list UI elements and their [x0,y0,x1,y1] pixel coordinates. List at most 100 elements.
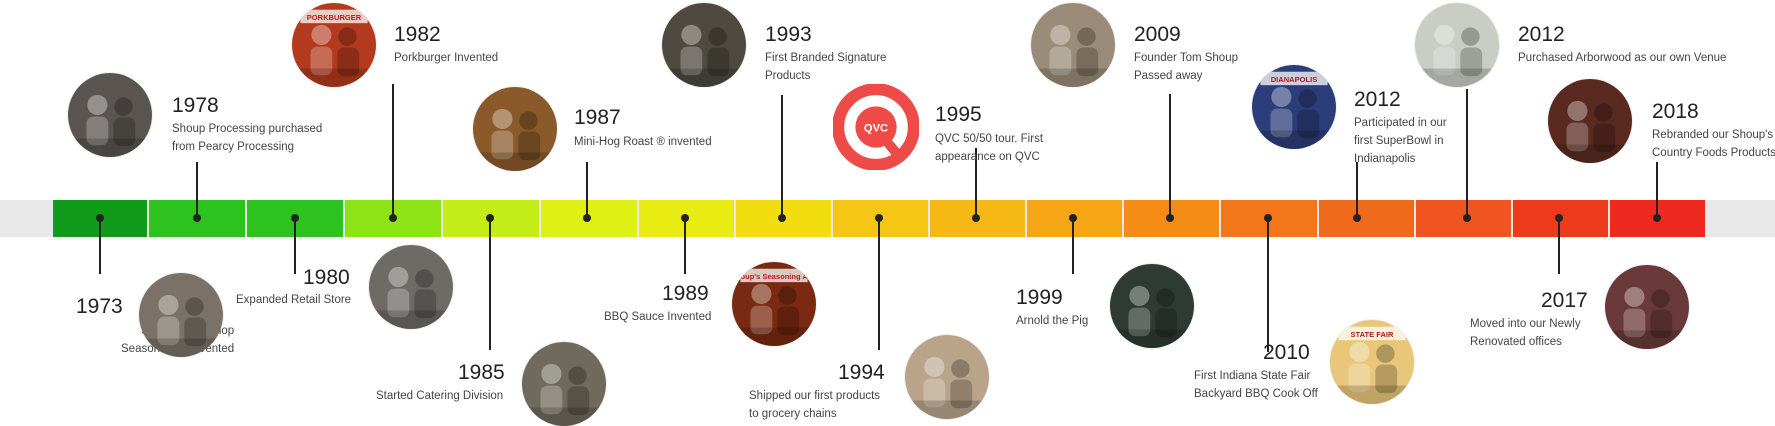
event-description-line: Country Foods Products [1652,147,1775,159]
event-description-line: from Pearcy Processing [172,141,295,153]
event-year: 2012 [1518,23,1565,46]
event-year: 2010 [1263,341,1310,364]
timeline-marker-dot [1653,214,1661,222]
event-description-line: Renovated offices [1470,336,1562,348]
event-year: 2017 [1541,289,1588,312]
event-year: 1980 [303,266,350,289]
event-year: 1994 [838,361,885,384]
event-description-line: Backyard BBQ Cook Off [1194,388,1318,400]
event-year: 1985 [458,361,505,384]
timeline-marker-dot [778,214,786,222]
event-year: 1993 [765,23,812,46]
timeline-connector [392,84,394,218]
qvc-logo-icon: QVC [832,83,920,171]
event-description: Participated in our first SuperBowl in Ind… [1354,114,1447,168]
event-description-line: Passed away [1134,70,1203,82]
timeline-marker-dot [1555,214,1563,222]
timeline-connector [294,218,296,274]
event-description-line: Products [765,70,811,82]
event-year: 2018 [1652,100,1699,123]
timeline-connector [1656,162,1658,218]
founder-portrait-photo [1031,3,1115,87]
event-description: Arnold the Pig [1016,312,1088,330]
arborwood-venue-photo [1415,3,1499,87]
timeline-marker-dot [972,214,980,222]
event-description-line: appearance on QVC [935,151,1040,163]
timeline-connector [975,148,977,218]
timeline-marker-dot [875,214,883,222]
timeline-connector [1466,89,1468,218]
timeline-connector [99,218,101,274]
timeline-connector [1356,162,1358,218]
event-year: 1982 [394,23,441,46]
svg-text:PORKBURGER: PORKBURGER [307,13,362,22]
event-description-line: Participated in our [1354,117,1447,129]
timeline-marker-dot [1264,214,1272,222]
event-description: QVC 50/50 tour. First appearance on QVC [935,130,1043,166]
svg-text:DIANAPOLIS: DIANAPOLIS [1271,75,1318,84]
timeline-connector [1558,218,1560,274]
event-description-line: Shipped our first products [749,390,881,402]
timeline-connector [1169,94,1171,218]
timeline-marker-dot [193,214,201,222]
bbq-sauce-ad-photo: Shoup's Seasoning And [732,262,816,346]
timeline-marker-dot [291,214,299,222]
event-year: 1973 [76,295,123,318]
event-year: 1978 [172,94,219,117]
timeline-marker-dot [681,214,689,222]
hog-roast-collage-photo [473,87,557,171]
timeline-marker-dot [96,214,104,222]
timeline-connector [1072,218,1074,274]
event-description-line: first SuperBowl in [1354,135,1444,147]
state-fair-sign-photo: STATE FAIR [1330,320,1414,404]
event-description-line: BBQ Sauce Invented [604,311,712,323]
superbowl-banner-photo: DIANAPOLIS [1252,65,1336,149]
event-description-line: Indianapolis [1354,153,1416,165]
event-description-line: to grocery chains [749,408,837,420]
event-description-line: First Branded Signature [765,52,887,64]
svg-text:QVC: QVC [864,122,888,134]
timeline-connector [684,218,686,274]
event-description-line: Started Catering Division [376,390,504,402]
event-year: 1987 [574,106,621,129]
event-year: 1999 [1016,286,1063,309]
butcher-portrait-photo [68,73,152,157]
catering-crew-photo [522,342,606,426]
event-description: Shipped our first products to grocery cha… [749,387,880,423]
timeline-segment [1319,200,1414,237]
event-description-line: Expanded Retail Store [236,294,352,306]
arnold-the-pig-photo [1110,264,1194,348]
timeline-marker-dot [1166,214,1174,222]
event-description-line: Shoup Processing purchased [172,123,323,135]
event-description: Porkburger Invented [394,49,498,67]
event-description: Purchased Arborwood as our own Venue [1518,49,1726,67]
timeline-marker-dot [1069,214,1077,222]
timeline-marker-dot [583,214,591,222]
event-description-line: First Indiana State Fair [1194,370,1311,382]
event-year: 2009 [1134,23,1181,46]
event-year: 1995 [935,103,982,126]
event-year: 2012 [1354,88,1401,111]
svg-text:Shoup's Seasoning And: Shoup's Seasoning And [732,272,816,281]
timeline-connector [878,218,880,350]
butchers-shop-photo [139,273,223,357]
svg-text:STATE FAIR: STATE FAIR [1351,330,1394,339]
timeline-marker-dot [1353,214,1361,222]
event-description-line: Moved into our Newly [1470,318,1581,330]
event-description: BBQ Sauce Invented [604,308,711,326]
timeline-connector [781,95,783,218]
sauce-bottles-photo [1548,79,1632,163]
timeline-connector [1267,218,1269,352]
event-description-line: Porkburger Invented [394,52,499,64]
team-products-photo [662,3,746,87]
event-description: Started Catering Division [376,387,503,405]
event-description-line: QVC 50/50 tour. First [935,133,1044,145]
event-description-line: Purchased Arborwood as our own Venue [1518,52,1727,64]
ribbon-cutting-photo [1605,265,1689,349]
event-description: Mini-Hog Roast ® invented [574,133,712,151]
